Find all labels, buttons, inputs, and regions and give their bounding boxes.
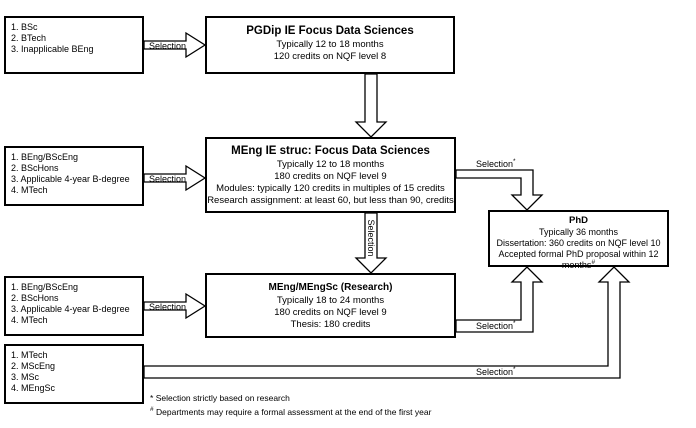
phd-line: Dissertation: 360 credits on NQF level 1… (496, 238, 661, 248)
input-box-1: 1. BSc 2. BTech 3. Inapplicable BEng (4, 16, 144, 74)
research-title: MEng/MEngSc (Research) (268, 282, 393, 293)
input-item: 1. BSc (11, 22, 38, 32)
selection-label-bottom: Selection* (476, 366, 516, 377)
arrow-meng-to-phd (455, 169, 544, 211)
input-item: 1. BEng/BScEng (11, 282, 79, 292)
input-box-3: 1. BEng/BScEng 2. BScHons 3. Applicable … (4, 276, 144, 336)
footnote-hash: # Departments may require a formal asses… (150, 406, 432, 418)
research-line: Thesis: 180 credits (290, 319, 371, 330)
pgdip-box: PGDip IE Focus Data Sciences Typically 1… (205, 16, 455, 74)
asterisk-mark: * (513, 158, 516, 165)
asterisk-mark: * (513, 320, 516, 327)
selection-label-vertical: Selection (366, 219, 376, 257)
pgdip-line: 120 credits on NQF level 8 (273, 51, 387, 62)
selection-label-meng-phd: Selection* (476, 158, 516, 169)
phd-line: months# (490, 259, 667, 271)
meng-title: MEng IE struc: Focus Data Sciences (231, 145, 430, 157)
input-item: 1. MTech (11, 350, 48, 360)
input-item: 3. Applicable 4-year B-degree (11, 174, 130, 184)
selection-text: Selection (476, 159, 514, 169)
input-item: 3. Applicable 4-year B-degree (11, 304, 130, 314)
phd-title: PhD (569, 215, 588, 226)
input-item: 2. MScEng (11, 361, 56, 371)
arrow-meng-to-research (354, 212, 388, 274)
input-item: 3. MSc (11, 372, 40, 382)
selection-label-in1: Selection (149, 41, 187, 51)
research-box: MEng/MEngSc (Research) Typically 18 to 2… (205, 273, 456, 338)
meng-line: Research assignment: at least 60, but le… (207, 195, 454, 206)
phd-box: PhD Typically 36 months Dissertation: 36… (488, 210, 669, 270)
input-item: 4. MTech (11, 185, 48, 195)
arrow-in3-to-research (143, 292, 207, 320)
selection-text: Selection (476, 367, 514, 377)
input-item: 3. Inapplicable BEng (11, 44, 94, 54)
phd-line: Typically 36 months (538, 227, 619, 237)
meng-box: MEng IE struc: Focus Data Sciences Typic… (205, 137, 456, 213)
hash-mark: # (591, 259, 596, 266)
pgdip-line: Typically 12 to 18 months (276, 39, 384, 50)
input-item: 4. MEngSc (11, 383, 56, 393)
arrow-in1-to-pgdip (143, 31, 207, 59)
research-line: 180 credits on NQF level 9 (274, 307, 387, 318)
selection-label-in2: Selection (149, 174, 187, 184)
footnote-mark: # (150, 406, 154, 414)
arrow-in2-to-meng (143, 164, 207, 192)
input-box-2: 1. BEng/BScEng 2. BScHons 3. Applicable … (4, 146, 144, 206)
selection-text: Selection (476, 321, 514, 331)
meng-line: Modules: typically 120 credits in multip… (216, 183, 445, 194)
selection-label-research-phd: Selection* (476, 320, 516, 331)
input-item: 4. MTech (11, 315, 48, 325)
asterisk-mark: * (513, 366, 516, 373)
selection-label-in3: Selection (149, 302, 187, 312)
input-item: 1. BEng/BScEng (11, 152, 79, 162)
input-box-4: 1. MTech 2. MScEng 3. MSc 4. MEngSc (4, 344, 144, 404)
footnote-text: Departments may require a formal assessm… (156, 407, 432, 417)
pgdip-title: PGDip IE Focus Data Sciences (246, 25, 414, 37)
arrow-research-to-phd (455, 266, 544, 333)
input-item: 2. BScHons (11, 293, 59, 303)
phd-line-text: months (561, 260, 592, 270)
footnote-text: Selection strictly based on research (155, 393, 290, 403)
arrow-pgdip-to-meng (354, 73, 388, 138)
input-item: 2. BScHons (11, 163, 59, 173)
footnote-asterisk: * Selection strictly based on research (150, 393, 290, 404)
meng-line: Typically 12 to 18 months (276, 159, 385, 170)
meng-line: 180 credits on NQF level 9 (274, 171, 387, 182)
arrow-in4-to-phd (143, 266, 631, 379)
footnote-mark: * (150, 393, 154, 403)
input-item: 2. BTech (11, 33, 47, 43)
research-line: Typically 18 to 24 months (276, 295, 385, 306)
phd-line: Accepted formal PhD proposal within 12 (498, 249, 659, 259)
